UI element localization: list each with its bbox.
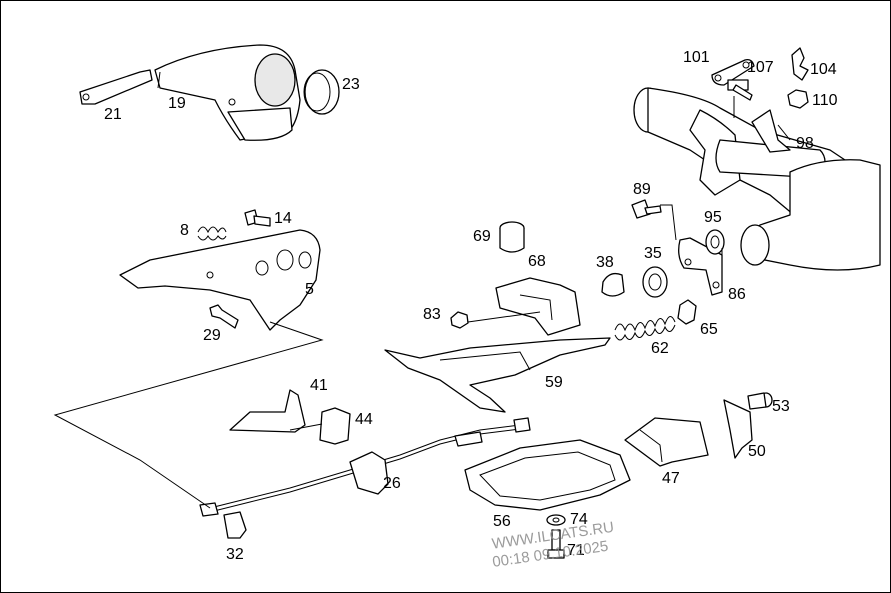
label-83: 83 xyxy=(423,306,441,323)
label-53: 53 xyxy=(772,398,790,415)
part-labels: 101 107 104 110 98 23 21 19 89 95 35 38 … xyxy=(104,49,838,563)
bracket-101-part xyxy=(711,58,755,86)
washer-65-part xyxy=(677,299,697,325)
handle-cover-part xyxy=(154,44,301,141)
label-50: 50 xyxy=(748,443,766,460)
bolt-14-part xyxy=(244,209,271,227)
label-19: 19 xyxy=(168,95,186,112)
label-38: 38 xyxy=(596,254,614,271)
label-95: 95 xyxy=(704,209,722,226)
label-14: 14 xyxy=(274,210,292,227)
leader-lines xyxy=(53,96,735,509)
cap-part xyxy=(303,69,340,115)
label-35: 35 xyxy=(644,245,662,262)
label-41: 41 xyxy=(310,377,328,394)
bolt-89-part xyxy=(631,199,662,219)
bushing-44-part xyxy=(319,407,351,445)
bracket-41-part xyxy=(229,389,306,433)
label-8: 8 xyxy=(180,222,189,239)
clip-104-part xyxy=(791,47,809,81)
washer-74-part xyxy=(546,514,566,526)
handle-grip-part xyxy=(79,69,153,105)
label-26: 26 xyxy=(383,475,401,492)
clip-32-part xyxy=(223,511,247,539)
nut-110-part xyxy=(787,89,809,109)
plate-59-part xyxy=(384,337,611,413)
bolt-71-part xyxy=(547,529,565,559)
grommet-95-part xyxy=(705,229,725,255)
bracket-50-part xyxy=(723,399,753,459)
clip-38-part xyxy=(601,272,625,297)
spring-8-part xyxy=(197,226,227,241)
tray-56-part xyxy=(464,439,631,511)
cover-47-part xyxy=(624,417,709,467)
label-21: 21 xyxy=(104,106,122,123)
lever-bracket-5-part xyxy=(119,229,321,331)
label-107: 107 xyxy=(747,59,774,76)
label-23: 23 xyxy=(342,76,360,93)
label-29: 29 xyxy=(203,327,221,344)
rubber-block-69-part xyxy=(499,221,525,253)
label-98: 98 xyxy=(796,135,814,152)
label-71: 71 xyxy=(567,542,585,559)
bolt-107-part xyxy=(727,79,753,101)
label-101: 101 xyxy=(683,49,710,66)
label-56: 56 xyxy=(493,513,511,530)
shaft-assembly-part xyxy=(633,87,881,271)
pin-53-part xyxy=(747,392,773,410)
label-110: 110 xyxy=(812,92,838,109)
label-5: 5 xyxy=(305,281,314,298)
bracket-68-part xyxy=(495,277,581,336)
label-68: 68 xyxy=(528,253,546,270)
pin-29-part xyxy=(209,304,239,329)
label-74: 74 xyxy=(570,511,588,528)
label-44: 44 xyxy=(355,411,373,428)
label-47: 47 xyxy=(662,470,680,487)
bushing-35-part xyxy=(642,266,668,298)
bracket-98-part xyxy=(751,109,791,153)
label-65: 65 xyxy=(700,321,718,338)
label-62: 62 xyxy=(651,340,669,357)
cable-26-part xyxy=(199,417,531,517)
spring-62-part xyxy=(614,316,676,341)
label-86: 86 xyxy=(728,286,746,303)
nut-83-part xyxy=(450,311,541,329)
label-89: 89 xyxy=(633,181,651,198)
label-69: 69 xyxy=(473,228,491,245)
label-104: 104 xyxy=(810,61,837,78)
label-32: 32 xyxy=(226,546,244,563)
label-59: 59 xyxy=(545,374,563,391)
